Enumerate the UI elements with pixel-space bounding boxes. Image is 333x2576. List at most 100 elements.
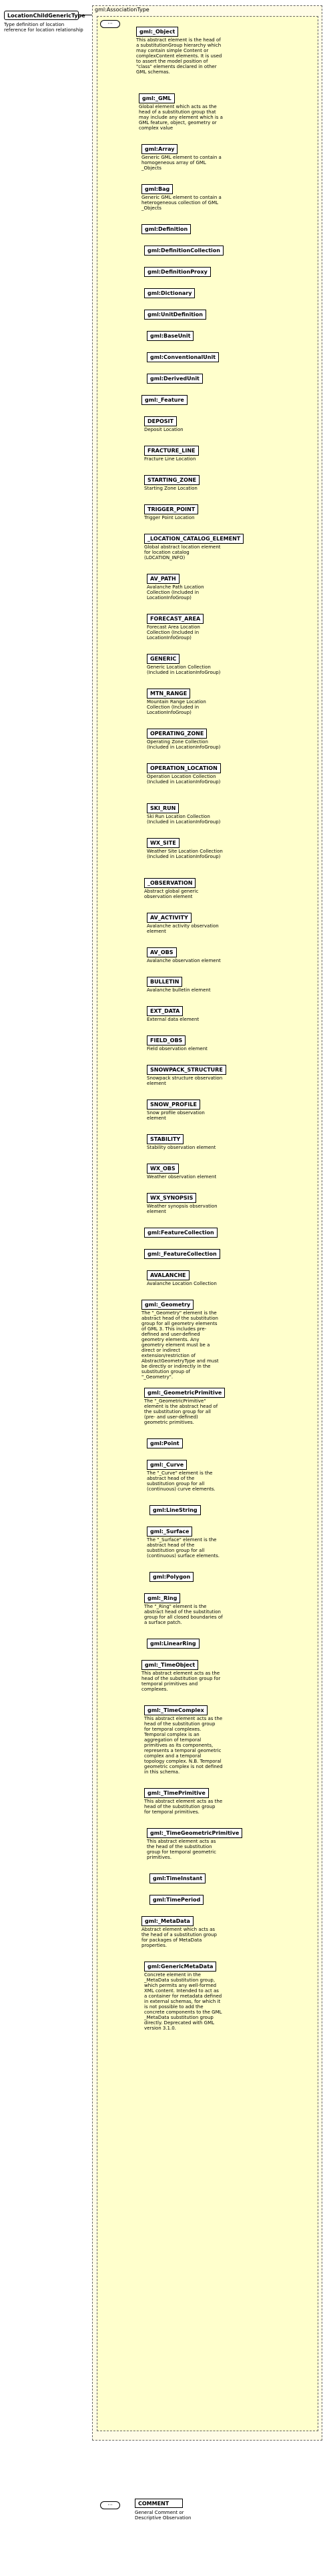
schema-element-desc: Avalanche observation element	[147, 958, 221, 963]
schema-element-box[interactable]: gml:_TimeObject	[141, 1660, 199, 1670]
schema-element-box[interactable]: gml:BaseUnit	[147, 331, 194, 341]
schema-element-label: gml:TimePeriod	[153, 1897, 201, 1903]
schema-element-box[interactable]: gml:_Feature	[141, 395, 188, 405]
schema-element-box[interactable]: SKI_RUN	[147, 803, 180, 813]
schema-element-desc: Weather Site Location Collection (Includ…	[147, 849, 223, 859]
schema-element-desc: Generic Location Collection (Included in…	[147, 665, 221, 675]
schema-element-box[interactable]: OPERATING_ZONE	[147, 729, 208, 739]
schema-element-box[interactable]: STABILITY	[147, 1134, 184, 1144]
schema-element-box[interactable]: gml:Definition	[141, 224, 192, 234]
schema-element-label: FRACTURE_LINE	[147, 448, 196, 454]
schema-element-label: gml:Point	[150, 1440, 180, 1446]
schema-element-box[interactable]: gml:DefinitionCollection	[144, 246, 224, 256]
schema-element-desc: Operating Zone Collection (Included in L…	[147, 739, 221, 750]
schema-element-desc: Stability observation element	[147, 1145, 216, 1150]
schema-element-box[interactable]: SNOW_PROFILE	[147, 1100, 200, 1110]
schema-element-label: SNOWPACK_STRUCTURE	[150, 1067, 223, 1073]
schema-element-box[interactable]: gml:_GeometricPrimitive	[144, 1388, 226, 1398]
schema-element-label: gml:_TimePrimitive	[147, 1790, 206, 1796]
schema-element-box[interactable]: SNOWPACK_STRUCTURE	[147, 1065, 226, 1075]
association-type-label: gml:AssociationType	[95, 7, 149, 13]
schema-element-box[interactable]: DEPOSIT	[144, 416, 177, 426]
schema-element-label: FIELD_OBS	[150, 1037, 183, 1043]
schema-element-box[interactable]: gml:_TimeComplex	[144, 1705, 208, 1715]
schema-element-box[interactable]: EXT_DATA	[147, 1006, 184, 1016]
schema-element-box[interactable]: gml:_TimePrimitive	[144, 1788, 209, 1798]
schema-element-box[interactable]: gml:DefinitionProxy	[144, 267, 211, 277]
schema-element-box[interactable]: AVALANCHE	[147, 1270, 190, 1280]
schema-element-desc: Weather synopsis observation element	[147, 1204, 218, 1214]
schema-element-box[interactable]: gml:Array	[141, 144, 178, 154]
schema-element-box[interactable]: FORECAST_AREA	[147, 614, 204, 624]
schema-element-box[interactable]: OPERATION_LOCATION	[147, 763, 221, 773]
schema-element-box[interactable]: gml:Bag	[141, 184, 174, 194]
schema-element-box[interactable]: AV_PATH	[147, 574, 180, 584]
schema-element-box[interactable]: gml:_TimeGeometricPrimitive	[147, 1828, 243, 1838]
comment-sequence-compositor[interactable]: ···	[100, 2501, 120, 2509]
schema-element-box[interactable]: _OBSERVATION	[144, 878, 196, 888]
choice-frame	[97, 16, 318, 2431]
schema-element-box[interactable]: MTN_RANGE	[147, 689, 191, 699]
schema-element-box[interactable]: BULLETIN	[147, 977, 183, 987]
schema-element-box[interactable]: gml:DerivedUnit	[147, 374, 203, 384]
schema-element-label: gml:_Feature	[145, 397, 184, 403]
schema-element-box[interactable]: gml:ConventionalUnit	[147, 352, 220, 362]
comment-element[interactable]: COMMENT	[135, 2499, 183, 2508]
schema-element-label: gml:LineString	[153, 1507, 198, 1513]
schema-element-box[interactable]: WX_SYNOPSIS	[147, 1193, 197, 1203]
schema-element-box[interactable]: WX_OBS	[147, 1164, 179, 1174]
schema-element-label: gml:_Ring	[147, 1595, 178, 1601]
schema-element-desc: This abstract element acts as the head o…	[144, 1716, 223, 1775]
sequence-compositor[interactable]: ···	[100, 20, 120, 28]
schema-element-label: FORECAST_AREA	[150, 616, 201, 622]
schema-element-box[interactable]: FIELD_OBS	[147, 1035, 186, 1045]
schema-element-box[interactable]: AV_OBS	[147, 947, 177, 957]
schema-element-label: gml:_GeometricPrimitive	[147, 1390, 222, 1396]
schema-element-box[interactable]: gml:TimePeriod	[149, 1895, 204, 1905]
schema-element-desc: Operation Location Collection (Included …	[147, 774, 221, 785]
schema-element-desc: The "_Surface" element is the abstract h…	[147, 1537, 220, 1559]
schema-element-box[interactable]: gml:FeatureCollection	[144, 1228, 218, 1238]
schema-element-box[interactable]: FRACTURE_LINE	[144, 446, 199, 456]
schema-element-label: TRIGGER_POINT	[147, 506, 196, 512]
schema-element-box[interactable]: gml:_Object	[136, 27, 179, 37]
schema-element-box[interactable]: gml:_Ring	[144, 1593, 181, 1603]
schema-element-box[interactable]: gml:UnitDefinition	[144, 310, 206, 320]
schema-element-box[interactable]: STARTING_ZONE	[144, 475, 200, 485]
schema-element-box[interactable]: TRIGGER_POINT	[144, 504, 199, 514]
schema-element-box[interactable]: WX_SITE	[147, 838, 180, 848]
schema-element-desc: The "_Ring" element is the abstract head…	[144, 1604, 223, 1625]
schema-element-desc: The "_GeometricPrimitive" element is the…	[144, 1398, 218, 1425]
schema-element-box[interactable]: gml:_Surface	[147, 1527, 193, 1537]
schema-element-label: gml:_FeatureCollection	[147, 1251, 217, 1257]
schema-element-label: SNOW_PROFILE	[150, 1102, 197, 1108]
schema-element-label: _OBSERVATION	[147, 880, 193, 886]
comment-element-label: COMMENT	[138, 2500, 170, 2507]
schema-element-desc: Ski Run Location Collection (Included in…	[147, 814, 221, 825]
schema-element-label: gml:Array	[145, 146, 175, 152]
schema-element-box[interactable]: gml:Polygon	[149, 1572, 194, 1582]
schema-element-desc: Generic GML element to contain a homogen…	[141, 155, 222, 171]
root-element-label: LocationChildGenericType	[7, 12, 85, 19]
schema-element-desc: The "_Geometry" element is the abstract …	[141, 1310, 219, 1380]
schema-element-box[interactable]: gml:LineString	[149, 1505, 201, 1515]
schema-element-box[interactable]: gml:GenericMetaData	[144, 1962, 217, 1972]
schema-element-box[interactable]: gml:_FeatureCollection	[144, 1249, 220, 1259]
root-element[interactable]: LocationChildGenericType	[4, 11, 85, 20]
schema-element-box[interactable]: gml:TimeInstant	[149, 1873, 206, 1883]
schema-element-box[interactable]: GENERIC	[147, 654, 180, 664]
schema-element-box[interactable]: gml:_GML	[139, 93, 175, 103]
schema-element-box[interactable]: gml:Point	[147, 1438, 183, 1448]
schema-element-label: gml:DefinitionProxy	[147, 269, 208, 275]
schema-element-box[interactable]: _LOCATION_CATALOG_ELEMENT	[144, 534, 244, 544]
schema-element-desc: Avalanche Location Collection	[147, 1281, 217, 1286]
schema-element-box[interactable]: gml:LinearRing	[147, 1639, 200, 1649]
schema-element-box[interactable]: gml:_MetaData	[141, 1916, 194, 1926]
schema-element-desc: This abstract element acts as the head o…	[144, 1799, 223, 1815]
schema-element-box[interactable]: gml:_Geometry	[141, 1300, 194, 1310]
schema-element-label: gml:UnitDefinition	[147, 312, 203, 318]
schema-element-box[interactable]: gml:Dictionary	[144, 288, 196, 298]
schema-element-box[interactable]: gml:_Curve	[147, 1460, 188, 1470]
schema-element-desc: Snow profile observation element	[147, 1110, 205, 1121]
schema-element-box[interactable]: AV_ACTIVITY	[147, 913, 192, 923]
